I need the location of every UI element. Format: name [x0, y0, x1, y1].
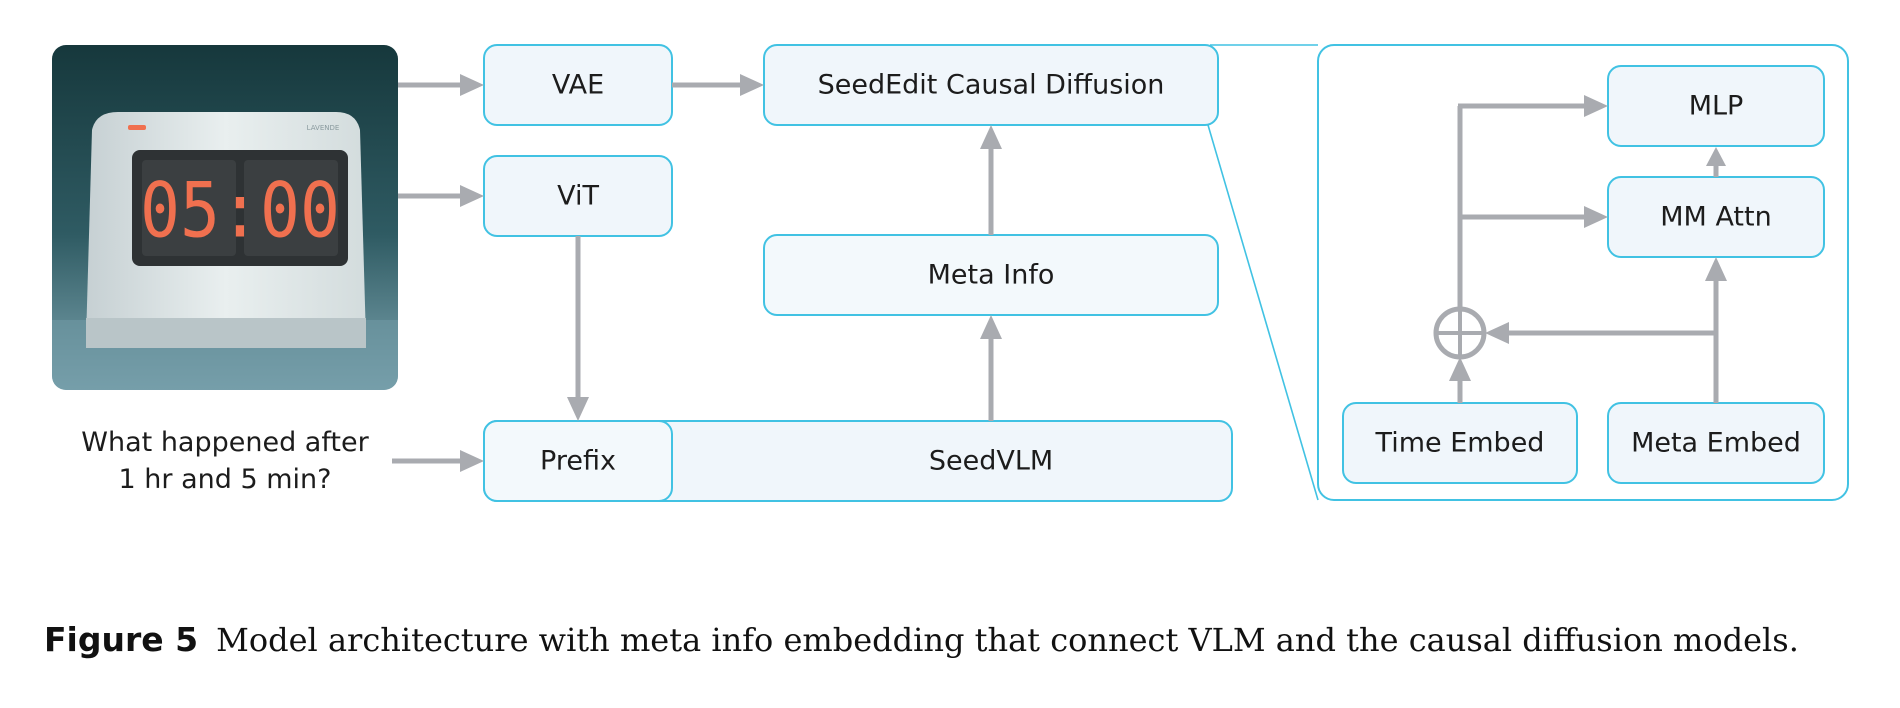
- architecture-diagram: LAVENDE 05:00 VAE ViT SeedEdit Causal Di…: [52, 44, 1849, 502]
- input-clock-image: LAVENDE 05:00: [52, 45, 398, 390]
- arrow-vae-to-seededit: [672, 74, 764, 96]
- arrow-question-to-prefix: [392, 450, 484, 472]
- meta-info-label: Meta Info: [928, 260, 1055, 291]
- time-embed-label: Time Embed: [1375, 428, 1545, 459]
- meta-embed-label: Meta Embed: [1631, 428, 1801, 459]
- seededit-label: SeedEdit Causal Diffusion: [818, 70, 1165, 101]
- question-line-1: What happened after: [81, 427, 369, 458]
- mm-attn-label: MM Attn: [1660, 202, 1771, 233]
- arrow-image-to-vit: [398, 185, 484, 207]
- arrow-time-embed-to-sum: [1449, 357, 1471, 403]
- arrow-sum-to-mlp: [1458, 95, 1608, 117]
- vit-label: ViT: [557, 181, 599, 212]
- prefix-label: Prefix: [540, 446, 616, 477]
- clock-display: 05:00: [140, 166, 340, 255]
- arrow-vit-to-prefix: [567, 236, 589, 421]
- zoom-line-bottom: [1207, 124, 1319, 501]
- arrow-sum-to-mm-attn: [1457, 106, 1608, 309]
- seedvlm-label: SeedVLM: [929, 446, 1053, 477]
- arrow-meta-info-to-seededit: [980, 125, 1002, 235]
- caption-text: Model architecture with meta info embedd…: [216, 621, 1799, 659]
- sum-node-icon: [1433, 306, 1487, 360]
- question-line-2: 1 hr and 5 min?: [119, 464, 332, 495]
- arrow-mm-attn-to-mlp: [1706, 147, 1726, 177]
- mlp-label: MLP: [1689, 91, 1744, 122]
- arrow-meta-embed-to-mm-attn: [1705, 257, 1727, 403]
- arrow-image-to-vae: [398, 74, 484, 96]
- figure-number: Figure 5: [44, 620, 199, 659]
- figure-caption: Figure 5 Model architecture with meta inf…: [44, 620, 1874, 659]
- arrow-seedvlm-to-meta-info: [980, 315, 1002, 421]
- vae-label: VAE: [552, 70, 604, 101]
- arrow-meta-embed-to-sum: [1485, 322, 1716, 344]
- clock-brand-text: LAVENDE: [307, 124, 340, 132]
